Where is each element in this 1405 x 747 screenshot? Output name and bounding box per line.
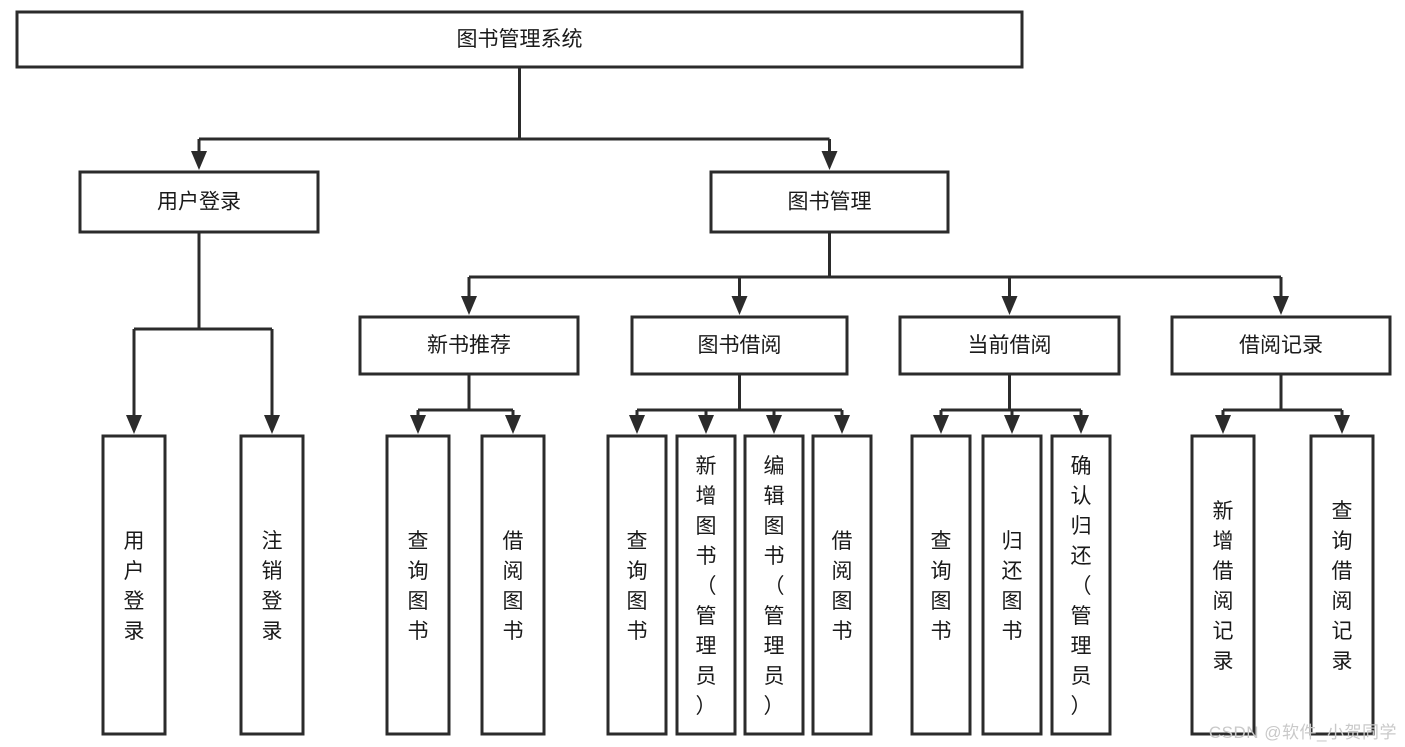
node-box	[385, 434, 451, 736]
node-label: 借阅图书	[503, 530, 524, 643]
edge-arrowhead	[821, 151, 838, 170]
node-label: 新增图书（管理员）	[696, 455, 717, 718]
node-label: 借阅图书	[832, 530, 853, 643]
node-box	[811, 434, 873, 736]
node-box	[910, 434, 972, 736]
node-borrow-record[interactable]: 借阅记录	[1170, 315, 1392, 376]
nodes-layer: 图书管理系统用户登录图书管理新书推荐图书借阅当前借阅借阅记录用户登录注销登录查询…	[15, 10, 1392, 736]
node-label: 归还图书	[1002, 530, 1023, 643]
node-current-borrow[interactable]: 当前借阅	[898, 315, 1121, 376]
node-box	[675, 434, 737, 736]
node-leaf-borrow-book-2[interactable]: 借阅图书	[811, 434, 873, 736]
node-leaf-add-record[interactable]: 新增借阅记录	[1190, 434, 1256, 736]
node-label: 用户登录	[157, 191, 241, 214]
node-label: 新书推荐	[427, 334, 511, 357]
edge-arrowhead	[126, 415, 142, 434]
edge-arrowhead	[1001, 296, 1018, 315]
node-leaf-user-login[interactable]: 用户登录	[101, 434, 167, 736]
edge-arrowhead	[731, 296, 748, 315]
node-label: 用户登录	[124, 530, 145, 643]
edge-arrowhead	[1073, 415, 1089, 434]
node-box	[630, 315, 849, 376]
node-box	[1050, 434, 1112, 736]
edges-layer	[126, 67, 1350, 434]
node-box	[743, 434, 805, 736]
edge-arrowhead	[264, 415, 280, 434]
node-label: 借阅记录	[1239, 334, 1323, 357]
node-box	[101, 434, 167, 736]
node-leaf-query-book-1[interactable]: 查询图书	[385, 434, 451, 736]
node-box	[709, 170, 950, 234]
node-box	[239, 434, 305, 736]
node-label: 确认归还（管理员）	[1071, 455, 1092, 718]
edge-arrowhead	[1273, 296, 1289, 315]
edge-arrowhead	[1334, 415, 1350, 434]
edge-arrowhead	[191, 151, 207, 170]
node-label: 图书借阅	[698, 334, 782, 357]
node-box	[78, 170, 320, 234]
edge-arrowhead	[505, 415, 521, 434]
edge-arrowhead	[410, 415, 426, 434]
node-root-图书管理系统[interactable]: 图书管理系统	[15, 10, 1024, 69]
node-new-book-rec[interactable]: 新书推荐	[358, 315, 580, 376]
node-label: 查询借阅记录	[1332, 500, 1353, 673]
node-label: 注销登录	[262, 530, 283, 643]
edge-arrowhead	[766, 415, 782, 434]
edge-arrowhead	[834, 415, 850, 434]
node-label: 查询图书	[408, 530, 429, 643]
node-leaf-add-book[interactable]: 新增图书（管理员）	[675, 434, 737, 736]
node-label: 查询图书	[627, 530, 648, 643]
node-label: 编辑图书（管理员）	[764, 455, 785, 718]
edge-arrowhead	[1004, 415, 1020, 434]
edge-arrowhead	[1215, 415, 1231, 434]
edge-arrowhead	[629, 415, 645, 434]
node-box	[480, 434, 546, 736]
node-user-login[interactable]: 用户登录	[78, 170, 320, 234]
node-box	[1309, 434, 1375, 736]
node-leaf-return-book[interactable]: 归还图书	[981, 434, 1043, 736]
node-leaf-borrow-book-1[interactable]: 借阅图书	[480, 434, 546, 736]
node-label: 查询图书	[931, 530, 952, 643]
node-box	[1190, 434, 1256, 736]
node-box	[15, 10, 1024, 69]
node-label: 当前借阅	[968, 334, 1052, 357]
node-leaf-edit-book[interactable]: 编辑图书（管理员）	[743, 434, 805, 736]
node-label: 图书管理	[788, 191, 872, 214]
node-leaf-query-record[interactable]: 查询借阅记录	[1309, 434, 1375, 736]
node-leaf-confirm-return[interactable]: 确认归还（管理员）	[1050, 434, 1112, 736]
node-book-borrow[interactable]: 图书借阅	[630, 315, 849, 376]
node-leaf-query-book-3[interactable]: 查询图书	[910, 434, 972, 736]
node-box	[606, 434, 668, 736]
node-label: 新增借阅记录	[1213, 500, 1234, 673]
node-box	[981, 434, 1043, 736]
edge-arrowhead	[698, 415, 714, 434]
node-box	[898, 315, 1121, 376]
node-box	[358, 315, 580, 376]
node-label: 图书管理系统	[457, 28, 583, 51]
node-book-manage[interactable]: 图书管理	[709, 170, 950, 234]
edge-arrowhead	[461, 296, 477, 315]
node-leaf-query-book-2[interactable]: 查询图书	[606, 434, 668, 736]
node-leaf-user-logout[interactable]: 注销登录	[239, 434, 305, 736]
edge-arrowhead	[933, 415, 949, 434]
node-box	[1170, 315, 1392, 376]
